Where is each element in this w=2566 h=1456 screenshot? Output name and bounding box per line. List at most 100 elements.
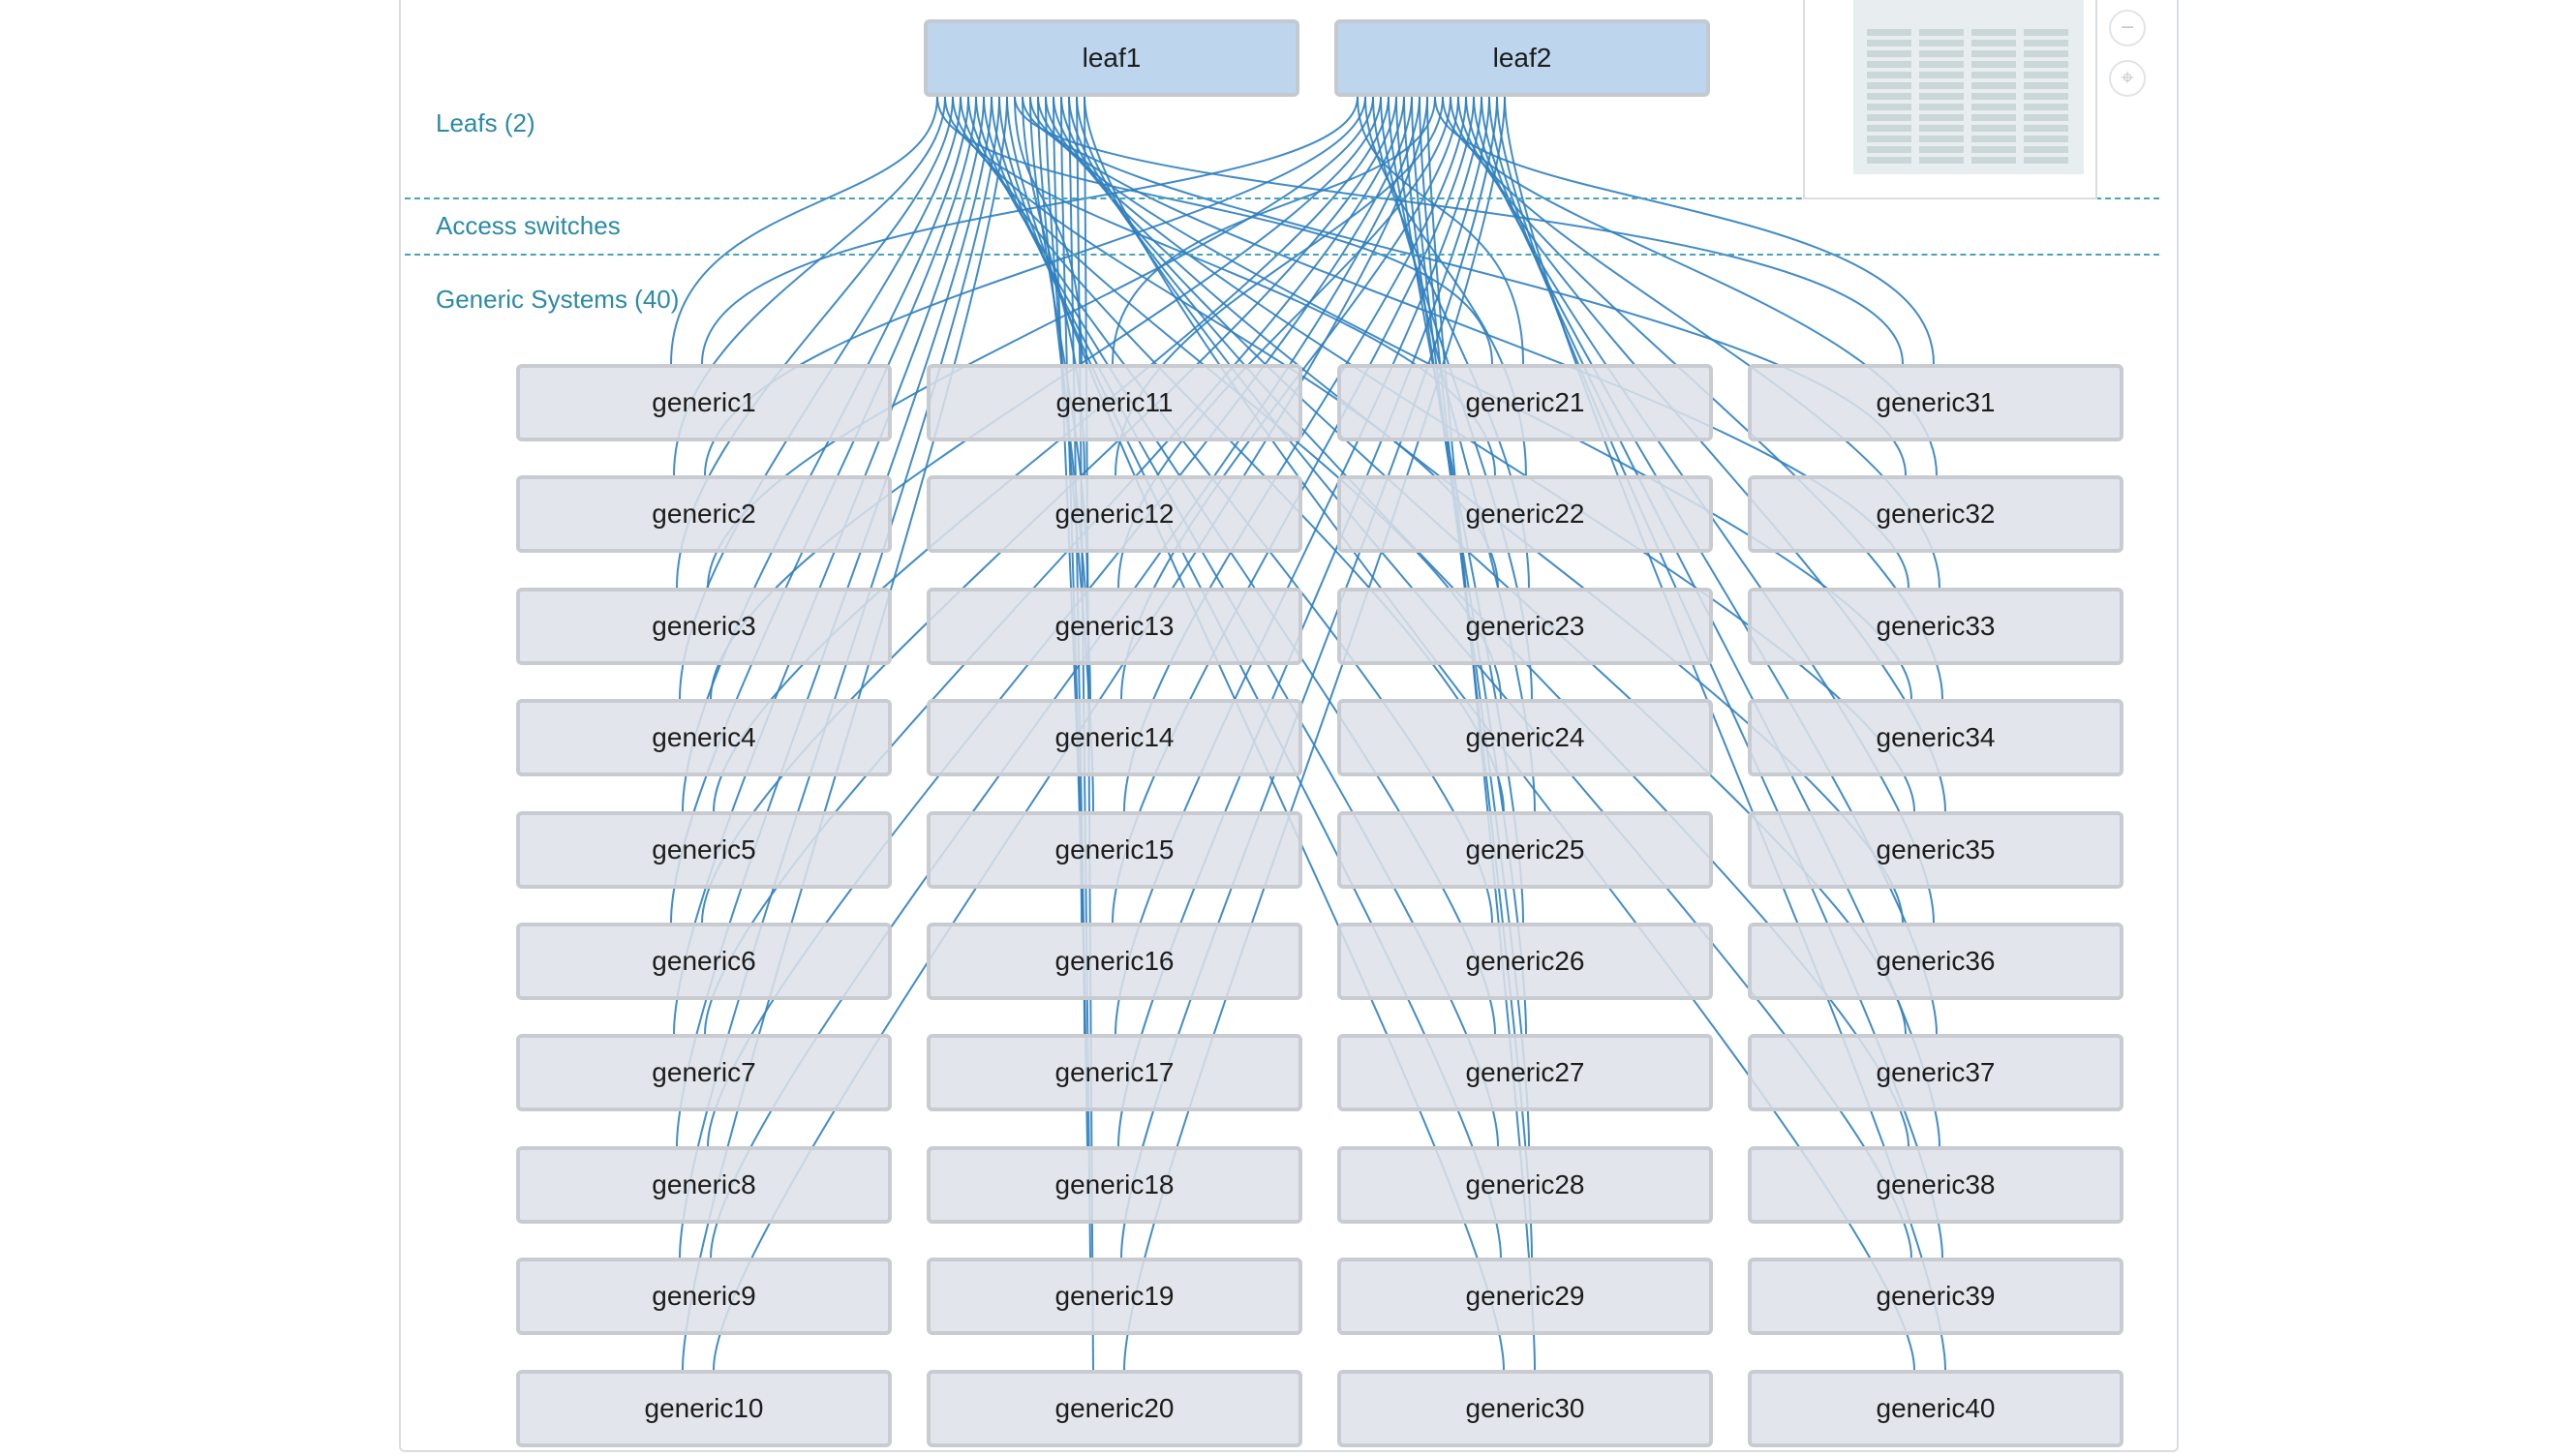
- minimap-cell: [1867, 157, 1911, 164]
- generic-node-generic9[interactable]: generic9: [516, 1258, 892, 1335]
- generic-node-generic30[interactable]: generic30: [1337, 1370, 1713, 1447]
- generic-node-generic35[interactable]: generic35: [1748, 811, 2123, 889]
- access-divider: [405, 254, 2159, 256]
- generic-node-generic16[interactable]: generic16: [927, 923, 1302, 1000]
- minimap-cell: [1919, 61, 1964, 68]
- generic-node-generic27[interactable]: generic27: [1337, 1034, 1713, 1111]
- minimap-cell: [2024, 61, 2068, 68]
- minimap-cell: [1867, 29, 1911, 36]
- generic-node-generic36[interactable]: generic36: [1748, 923, 2123, 1000]
- minimap-cell: [1971, 40, 2016, 46]
- minimap-cell: [1971, 146, 2016, 153]
- minimap-cell: [1971, 72, 2016, 78]
- minimap-cell: [1867, 50, 1911, 57]
- generic-node-generic12[interactable]: generic12: [927, 475, 1302, 553]
- minimap-cell: [1971, 29, 2016, 36]
- leafs-section-label: Leafs (2): [436, 108, 535, 137]
- generic-node-generic15[interactable]: generic15: [927, 811, 1302, 889]
- generic-node-generic23[interactable]: generic23: [1337, 588, 1713, 665]
- minimap-preview: [1853, 0, 2084, 174]
- generic-node-generic38[interactable]: generic38: [1748, 1146, 2123, 1224]
- minimap-cell: [1867, 93, 1911, 100]
- minimap-cell: [2024, 82, 2068, 89]
- generic-node-generic40[interactable]: generic40: [1748, 1370, 2123, 1447]
- minimap-cell: [1919, 146, 1964, 153]
- generic-node-generic29[interactable]: generic29: [1337, 1258, 1713, 1335]
- generic-node-generic14[interactable]: generic14: [927, 699, 1302, 776]
- minimap-cell: [2024, 146, 2068, 153]
- minimap-cell: [2024, 29, 2068, 36]
- leafs-divider: [405, 197, 2159, 199]
- generic-node-generic22[interactable]: generic22: [1337, 475, 1713, 553]
- generic-node-generic32[interactable]: generic32: [1748, 475, 2123, 553]
- generic-node-generic11[interactable]: generic11: [927, 364, 1302, 441]
- minimap[interactable]: [1803, 0, 2097, 199]
- minimap-cell: [2024, 125, 2068, 132]
- generic-node-generic26[interactable]: generic26: [1337, 923, 1713, 1000]
- generic-node-generic33[interactable]: generic33: [1748, 588, 2123, 665]
- minimap-cell: [1867, 72, 1911, 78]
- generic-node-generic3[interactable]: generic3: [516, 588, 892, 665]
- leaf-node-leaf1[interactable]: leaf1: [924, 19, 1299, 97]
- minimap-cell: [1867, 82, 1911, 89]
- zoom-out-button[interactable]: −: [2109, 10, 2146, 46]
- generic-systems-section-label: Generic Systems (40): [436, 285, 680, 314]
- generic-node-generic28[interactable]: generic28: [1337, 1146, 1713, 1224]
- minimap-cell: [1971, 82, 2016, 89]
- minimap-cell: [1919, 82, 1964, 89]
- minimap-cell: [1867, 125, 1911, 132]
- minimap-cell: [1919, 50, 1964, 57]
- minimap-cell: [2024, 72, 2068, 78]
- generic-node-generic34[interactable]: generic34: [1748, 699, 2123, 776]
- generic-node-generic25[interactable]: generic25: [1337, 811, 1713, 889]
- minimap-cell: [1867, 136, 1911, 142]
- generic-node-generic31[interactable]: generic31: [1748, 364, 2123, 441]
- minimap-cell: [1867, 40, 1911, 46]
- minimap-cell: [2024, 136, 2068, 142]
- minimap-cell: [1867, 114, 1911, 121]
- minimap-cell: [1971, 114, 2016, 121]
- minimap-cell: [2024, 40, 2068, 46]
- minimap-cell: [1971, 136, 2016, 142]
- minimap-cell: [1919, 114, 1964, 121]
- generic-node-generic8[interactable]: generic8: [516, 1146, 892, 1224]
- minimap-cell: [1919, 72, 1964, 78]
- minimap-cell: [1919, 136, 1964, 142]
- generic-node-generic39[interactable]: generic39: [1748, 1258, 2123, 1335]
- minimap-cell: [2024, 104, 2068, 110]
- generic-node-generic5[interactable]: generic5: [516, 811, 892, 889]
- generic-node-generic24[interactable]: generic24: [1337, 699, 1713, 776]
- minimap-cell: [1867, 146, 1911, 153]
- generic-node-generic19[interactable]: generic19: [927, 1258, 1302, 1335]
- minimap-cell: [1971, 93, 2016, 100]
- generic-node-generic37[interactable]: generic37: [1748, 1034, 2123, 1111]
- recenter-button[interactable]: ⌖: [2109, 60, 2146, 97]
- minimap-cell: [2024, 93, 2068, 100]
- minimap-cell: [1919, 40, 1964, 46]
- generic-node-generic6[interactable]: generic6: [516, 923, 892, 1000]
- generic-node-generic13[interactable]: generic13: [927, 588, 1302, 665]
- minimap-cell: [1919, 104, 1964, 110]
- leaf-node-leaf2[interactable]: leaf2: [1334, 19, 1710, 97]
- generic-node-generic10[interactable]: generic10: [516, 1370, 892, 1447]
- generic-node-generic20[interactable]: generic20: [927, 1370, 1302, 1447]
- generic-node-generic21[interactable]: generic21: [1337, 364, 1713, 441]
- minimap-cell: [1971, 50, 2016, 57]
- generic-node-generic17[interactable]: generic17: [927, 1034, 1302, 1111]
- generic-node-generic7[interactable]: generic7: [516, 1034, 892, 1111]
- minimap-cell: [1971, 157, 2016, 164]
- generic-node-generic2[interactable]: generic2: [516, 475, 892, 553]
- minimap-cell: [1971, 125, 2016, 132]
- minimap-cell: [2024, 114, 2068, 121]
- minimap-cell: [1971, 61, 2016, 68]
- minimap-cell: [1971, 104, 2016, 110]
- minimap-cell: [2024, 50, 2068, 57]
- minimap-cell: [1867, 104, 1911, 110]
- minimap-cell: [1867, 61, 1911, 68]
- minimap-cell: [1919, 29, 1964, 36]
- generic-node-generic1[interactable]: generic1: [516, 364, 892, 441]
- minus-icon: −: [2120, 15, 2134, 41]
- minimap-cell: [1919, 125, 1964, 132]
- generic-node-generic4[interactable]: generic4: [516, 699, 892, 776]
- generic-node-generic18[interactable]: generic18: [927, 1146, 1302, 1224]
